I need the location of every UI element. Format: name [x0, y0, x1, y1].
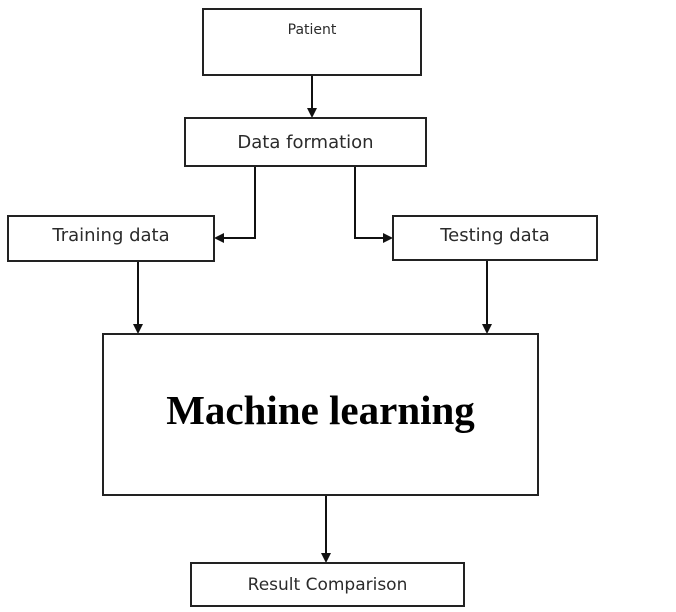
result-comparison-node: Result Comparison: [190, 562, 465, 607]
arrow-data-formation-to-testing-data: [354, 167, 393, 243]
patient-label: Patient: [287, 22, 337, 38]
machine-learning-node: Machine learning: [102, 333, 539, 496]
patient-node: Patient: [202, 8, 422, 76]
training-data-node: Training data: [7, 215, 215, 262]
result-comparison-label: Result Comparison: [247, 574, 408, 595]
testing-data-node: Testing data: [392, 215, 598, 261]
machine-learning-label: Machine learning: [166, 386, 475, 433]
data-formation-label: Data formation: [237, 131, 374, 153]
data-formation-node: Data formation: [184, 117, 427, 167]
training-data-label: Training data: [52, 225, 170, 246]
arrow-data-formation-to-training-data: [214, 167, 256, 243]
testing-data-label: Testing data: [440, 224, 550, 246]
